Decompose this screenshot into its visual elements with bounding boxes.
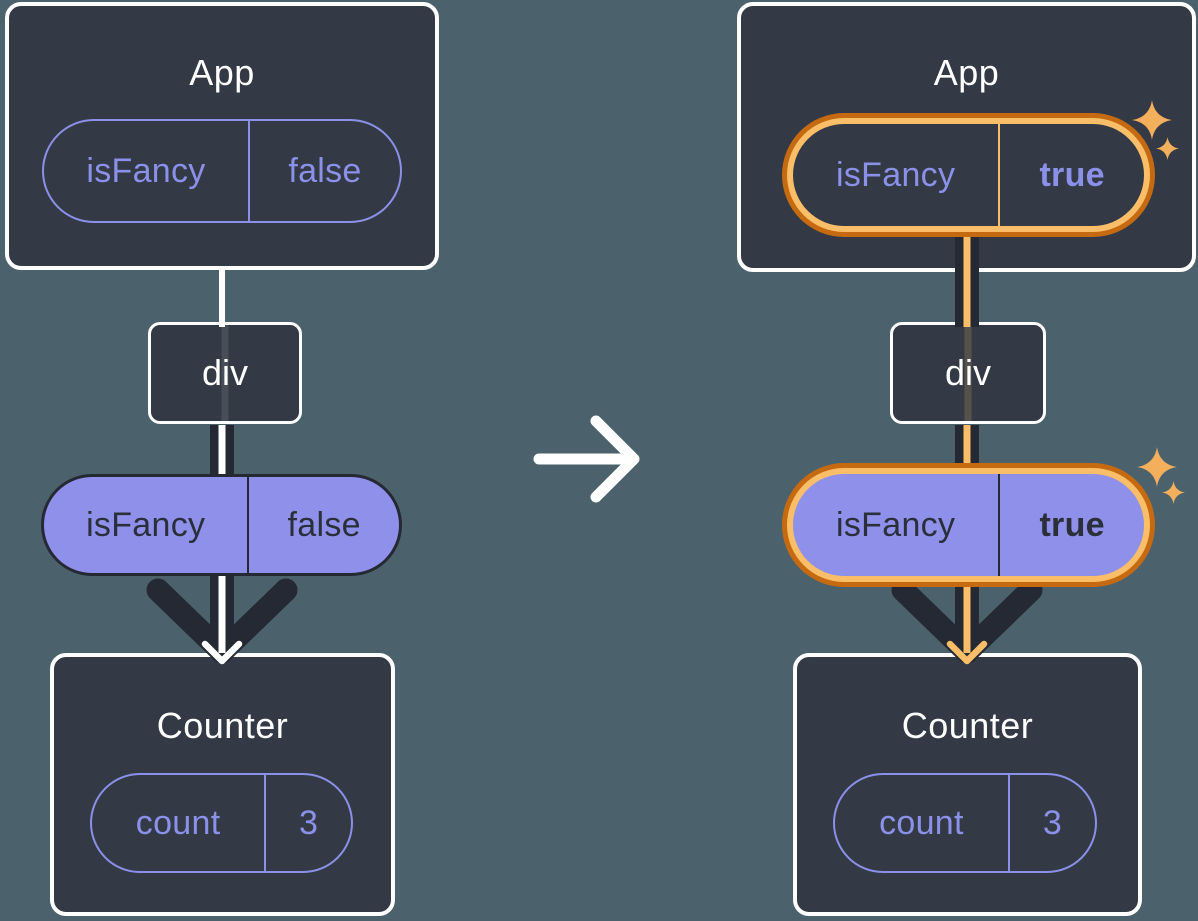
- pill-name-segment: count: [92, 775, 267, 871]
- highlight-ring: isFancy true: [787, 468, 1150, 582]
- app-component-card-left: App isFancy false: [5, 2, 439, 270]
- prop-name: isFancy: [836, 155, 956, 194]
- div-node-left: div: [148, 322, 302, 424]
- app-component-card-right: App isFancy true: [737, 2, 1196, 272]
- passed-prop-pill-left: isFancy false: [41, 474, 402, 576]
- connector-passthrough-stripe: [221, 325, 229, 421]
- state-name: count: [879, 803, 964, 842]
- pill-name-segment: isFancy: [44, 121, 250, 221]
- pill-value-segment: true: [1000, 124, 1144, 226]
- state-value: 3: [299, 803, 319, 842]
- state-name: count: [135, 803, 221, 842]
- div-label: div: [944, 352, 992, 393]
- counter-component-card-left: Counter count 3: [50, 653, 395, 916]
- sparkle-icon: [1156, 137, 1179, 160]
- passed-prop-pill-right-highlighted: isFancy true: [782, 463, 1155, 587]
- arrow-chevron-left: [146, 578, 298, 664]
- pill-value-segment: 3: [266, 775, 351, 871]
- transition-arrow-head: [590, 415, 640, 503]
- sparkle-icon: [1162, 481, 1185, 504]
- arrow-chevron-right: [891, 578, 1043, 664]
- component-title: Counter: [901, 705, 1034, 746]
- prop-value: true: [1039, 505, 1105, 544]
- pill-value-segment: 3: [1010, 775, 1095, 871]
- pill-value-segment: false: [249, 477, 399, 573]
- pill-name-segment: isFancy: [44, 477, 250, 573]
- pill-value-segment: true: [1000, 474, 1144, 576]
- prop-value: false: [288, 151, 362, 190]
- state-value: 3: [1042, 803, 1063, 842]
- prop-value: true: [1039, 155, 1105, 194]
- component-title: App: [933, 52, 1000, 93]
- sparkle-icon: [1137, 446, 1177, 488]
- pill-name-segment: isFancy: [793, 124, 1001, 226]
- div-label: div: [201, 352, 249, 393]
- component-title: Counter: [156, 705, 289, 746]
- prop-name: isFancy: [836, 505, 956, 544]
- pill-name-segment: count: [835, 775, 1010, 871]
- pill-value-segment: false: [250, 121, 400, 221]
- prop-name: isFancy: [86, 505, 206, 544]
- sparkle-icon: [1132, 99, 1172, 141]
- div-node-right: div: [890, 322, 1046, 424]
- state-pill-count-right: count 3: [833, 773, 1097, 873]
- counter-component-card-right: Counter count 3: [793, 653, 1142, 916]
- component-title: App: [189, 52, 255, 93]
- state-pill-count-left: count 3: [90, 773, 353, 873]
- prop-value: false: [287, 505, 361, 544]
- highlight-ring: isFancy true: [787, 118, 1150, 232]
- state-pill-isfancy-right-highlighted: isFancy true: [782, 113, 1155, 237]
- connector-passthrough-stripe: [964, 325, 972, 421]
- prop-name: isFancy: [86, 151, 206, 190]
- state-pill-isfancy-left: isFancy false: [42, 119, 402, 223]
- pill-name-segment: isFancy: [793, 474, 1001, 576]
